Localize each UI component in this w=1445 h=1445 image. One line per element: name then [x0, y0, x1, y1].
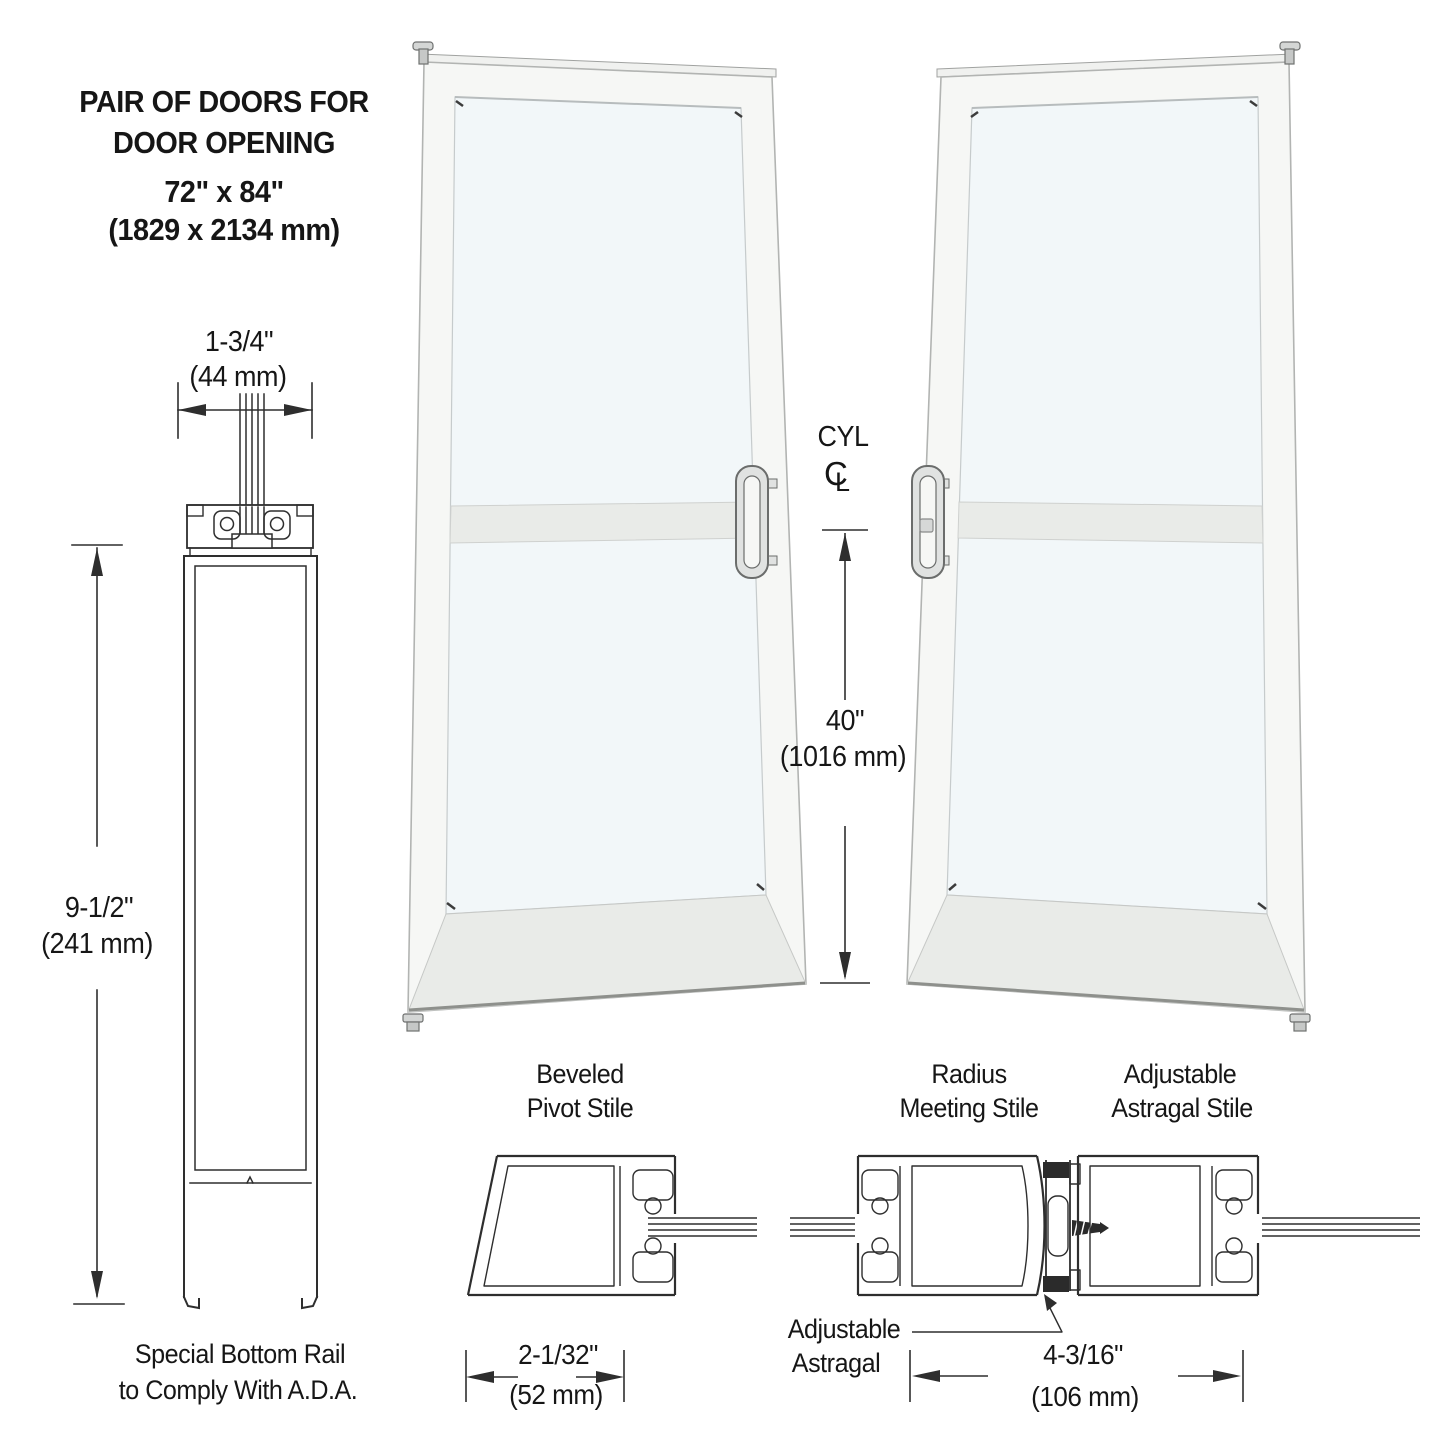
centerline-c: C	[824, 455, 848, 492]
dim-handle-height-metric: (1016 mm)	[779, 741, 907, 773]
pivot-stile-label1: Beveled	[536, 1059, 624, 1089]
pull-handle-right	[911, 465, 950, 579]
bottom-pivot-pin	[402, 1013, 424, 1032]
dim-pivot-stile-metric: (52 mm)	[509, 1379, 603, 1410]
bottom-rail-section-drawing	[71, 382, 319, 1310]
pivot-stile-label2: Pivot Stile	[526, 1093, 634, 1123]
pull-handle-left	[735, 465, 778, 579]
glass-lines-vertical	[239, 393, 265, 508]
left-door	[402, 41, 807, 1032]
dim-astragal-metric: (106 mm)	[1031, 1381, 1139, 1412]
bottom-pivot-pin	[1289, 1013, 1311, 1032]
glazing-cap	[186, 504, 314, 557]
meeting-astragal-section	[790, 1154, 1420, 1402]
glass-lines	[648, 1217, 757, 1237]
right-door-mid-rail	[957, 501, 1264, 544]
astragal-label1: Adjustable	[787, 1314, 901, 1344]
title-size-imperial: 72" x 84"	[164, 174, 284, 209]
title-line1: PAIR OF DOORS FOR	[79, 84, 369, 119]
glass-lines	[1262, 1217, 1420, 1237]
dim-handle-height-imperial: 40"	[825, 705, 865, 737]
dim-height-imperial: 9-1/2"	[64, 892, 134, 924]
dim-astragal-imperial: 4-3/16"	[1043, 1339, 1123, 1370]
bottom-rail-caption2: to Comply With A.D.A.	[118, 1375, 358, 1405]
dim-astragal	[909, 1350, 1244, 1402]
glazing-ticks	[948, 99, 1267, 910]
bottom-rail-caption1: Special Bottom Rail	[134, 1339, 346, 1369]
glazing-ticks	[446, 99, 765, 910]
glass-lines	[790, 1217, 855, 1237]
adjustable-astragal	[1043, 1160, 1109, 1292]
meeting-stile-label2: Meeting Stile	[899, 1093, 1039, 1123]
cyl-label: CYL	[817, 421, 869, 453]
meeting-stile-body	[856, 1154, 1046, 1297]
dim-cyl-height	[820, 529, 870, 984]
astragal-stile-label2: Astragal Stile	[1111, 1093, 1253, 1123]
pivot-stile-section	[465, 1154, 757, 1402]
cylinder-lock	[919, 518, 934, 533]
centerline-l: L	[835, 467, 851, 497]
dim-pivot-stile	[465, 1350, 625, 1402]
astragal-leader	[912, 1294, 1063, 1333]
top-pivot-pin	[1279, 41, 1301, 65]
title-size-metric: (1829 x 2134 mm)	[108, 212, 340, 247]
title-line2: DOOR OPENING	[113, 125, 335, 160]
meeting-stile-label1: Radius	[931, 1059, 1007, 1089]
astragal-stile-body	[1076, 1154, 1260, 1297]
left-door-bottom-rail	[407, 894, 807, 1013]
top-pivot-pin	[412, 41, 434, 65]
dim-stile-width	[177, 382, 313, 439]
dim-height-metric: (241 mm)	[41, 928, 153, 960]
dim-width-metric: (44 mm)	[189, 361, 287, 393]
bottom-rail-body	[182, 555, 319, 1310]
left-door-mid-rail	[449, 501, 756, 544]
astragal-stile-label1: Adjustable	[1123, 1059, 1237, 1089]
dim-width-imperial: 1-3/4"	[204, 326, 274, 358]
right-door	[906, 41, 1311, 1032]
astragal-label2: Astragal	[791, 1348, 881, 1378]
centerline-icon: C L	[820, 455, 864, 507]
right-door-bottom-rail	[906, 894, 1306, 1013]
dim-pivot-stile-imperial: 2-1/32"	[518, 1339, 598, 1370]
dim-rail-height	[71, 544, 125, 1305]
